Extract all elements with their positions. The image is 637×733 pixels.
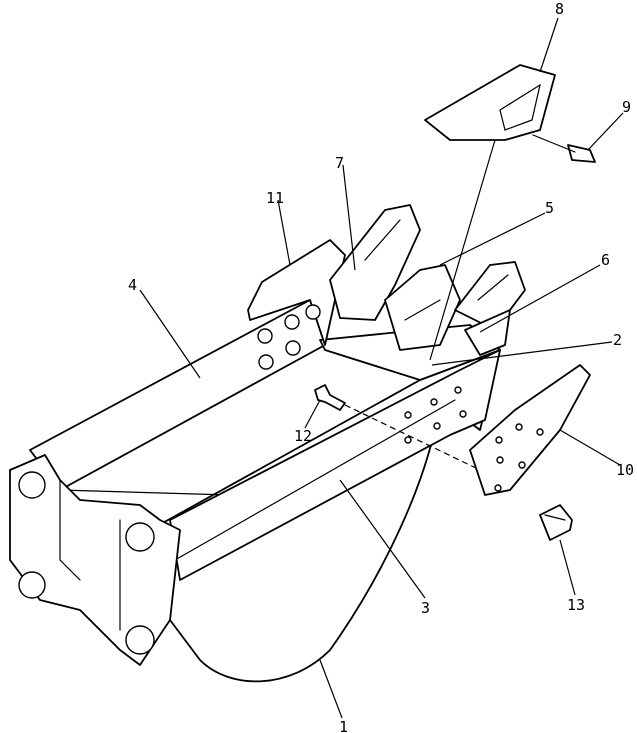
adapter-center bbox=[384, 264, 461, 351]
callout-1: 1 bbox=[339, 718, 348, 733]
callout-11: 11 bbox=[266, 189, 284, 207]
fasteners bbox=[314, 384, 573, 541]
callout-3: 3 bbox=[421, 599, 430, 617]
callout-12: 12 bbox=[294, 427, 312, 445]
callout-6: 6 bbox=[601, 251, 610, 269]
bolt bbox=[314, 384, 346, 411]
callout-10: 10 bbox=[616, 461, 634, 479]
callout-13: 13 bbox=[567, 596, 585, 614]
callout-9: 9 bbox=[622, 98, 631, 116]
side-cutter bbox=[469, 364, 591, 496]
teeth-group bbox=[329, 204, 526, 356]
bucket-body bbox=[9, 239, 501, 683]
callouts: 1 2 3 4 5 6 7 8 9 10 11 12 13 bbox=[128, 0, 634, 733]
tooth-point bbox=[424, 64, 556, 141]
exploded-tooth bbox=[424, 64, 596, 163]
retaining-pin bbox=[567, 144, 596, 163]
callout-5: 5 bbox=[545, 199, 554, 217]
rear-hinge-bracket bbox=[9, 454, 181, 666]
callout-2: 2 bbox=[613, 331, 622, 349]
tooth-left bbox=[329, 204, 421, 321]
leader-lines bbox=[139, 17, 624, 719]
callout-8: 8 bbox=[555, 0, 564, 18]
callout-7: 7 bbox=[335, 154, 344, 172]
nut bbox=[539, 504, 573, 541]
bucket-right-side-plate bbox=[169, 349, 501, 581]
callout-4: 4 bbox=[128, 276, 137, 294]
